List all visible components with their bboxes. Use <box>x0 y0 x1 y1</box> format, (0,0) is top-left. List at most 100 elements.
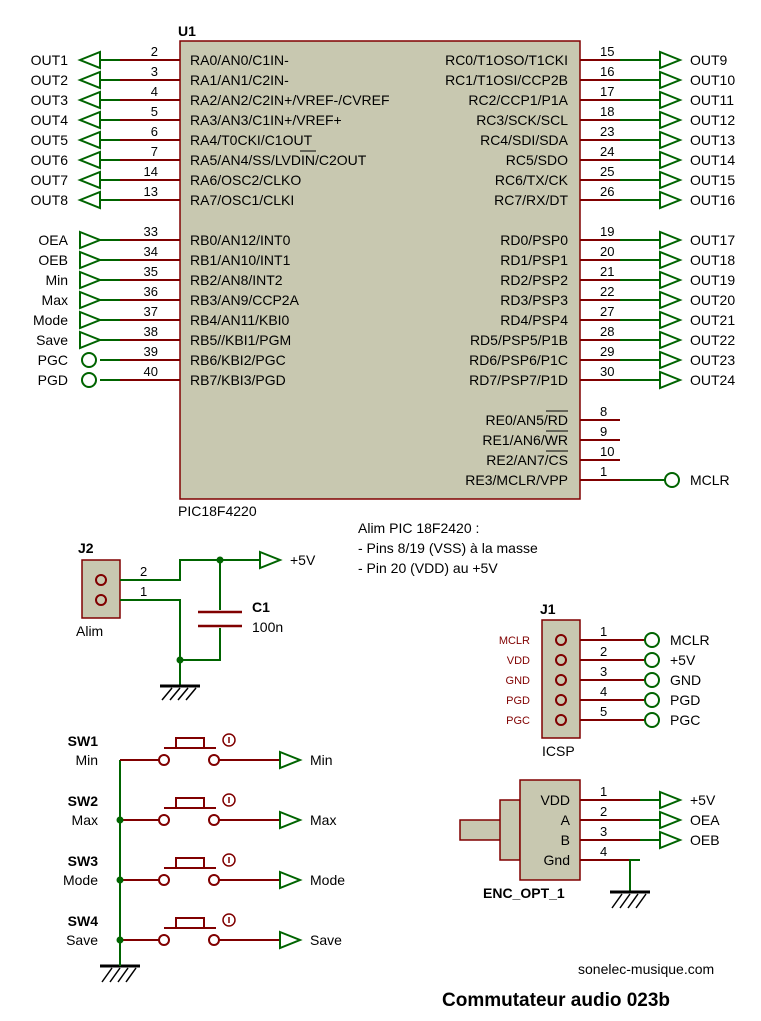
j1-connector: J1 ICSP MCLR1MCLRVDD2+5VGND3GNDPGD4PGDPG… <box>499 601 710 759</box>
net-label: OUT6 <box>31 152 69 168</box>
net-label: OUT18 <box>690 252 735 268</box>
u1-pin-number: 27 <box>600 304 614 319</box>
net-label: OUT4 <box>31 112 69 128</box>
switch-button <box>175 917 205 929</box>
encoder-pin-number: 1 <box>600 784 607 799</box>
arrow-icon <box>279 750 303 770</box>
u1-pin-name: RE0/AN5/RD <box>486 412 568 428</box>
u1-pin-number: 14 <box>144 164 158 179</box>
note-line3: - Pin 20 (VDD) au +5V <box>358 560 498 576</box>
u1-pin-name: RD4/PSP4 <box>500 312 568 328</box>
terminal-icon <box>644 632 660 648</box>
junction-dot <box>116 816 124 824</box>
u1-pin-name: RE1/AN6/WR <box>482 432 568 448</box>
junction-dot <box>116 936 124 944</box>
terminal-icon <box>644 712 660 728</box>
net-label: OUT19 <box>690 272 735 288</box>
j1-pin-number: 2 <box>600 644 607 659</box>
switch-name: Min <box>75 752 98 768</box>
j1-pin-terminal <box>555 674 567 686</box>
j1-pin-terminal <box>555 634 567 646</box>
net-label: OUT1 <box>31 52 69 68</box>
j1-net-label: PGC <box>670 712 700 728</box>
arrow-icon <box>279 930 303 950</box>
j1-pin-number: 3 <box>600 664 607 679</box>
arrow-icon <box>79 290 103 310</box>
encoder-pin-name: B <box>561 832 570 848</box>
u1-part: PIC18F4220 <box>178 503 257 519</box>
u1-pin-number: 2 <box>151 44 158 59</box>
switch-ref: SW3 <box>68 853 99 869</box>
terminal-icon <box>664 472 680 488</box>
arrow-icon <box>659 190 683 210</box>
u1-pin-name: RD7/PSP7/P1D <box>469 372 568 388</box>
switch-net-label: Mode <box>310 872 345 888</box>
u1-pin-name: RC1/T1OSI/CCP2B <box>445 72 568 88</box>
net-label: OUT21 <box>690 312 735 328</box>
encoder-net-label: OEA <box>690 812 720 828</box>
net-label: PGD <box>38 372 68 388</box>
switch-contact <box>158 814 170 826</box>
encoder-pin-number: 2 <box>600 804 607 819</box>
arrow-icon <box>79 310 103 330</box>
switch-name: Max <box>72 812 98 828</box>
j1-pin-terminal <box>555 714 567 726</box>
u1-pin-name: RB2/AN8/INT2 <box>190 272 283 288</box>
net-label: OUT5 <box>31 132 69 148</box>
u1-pins: 2RA0/AN0/C1IN-OUT13RA1/AN1/C2IN-OUT24RA2… <box>31 44 735 488</box>
u1-pin-name: RC4/SDI/SDA <box>480 132 569 148</box>
j1-net-label: PGD <box>670 692 700 708</box>
j2-body <box>81 559 121 619</box>
net-label: OUT20 <box>690 292 735 308</box>
j2-connector: J2 Alim 2 1 C1 100n +5V <box>76 540 316 701</box>
arrow-icon <box>659 810 683 830</box>
u1-pin-number: 18 <box>600 104 614 119</box>
u1-pin-name: RD3/PSP3 <box>500 292 568 308</box>
u1-pin-name: RD5/PSP5/P1B <box>470 332 568 348</box>
arrow-icon <box>77 110 101 130</box>
arrow-icon <box>659 90 683 110</box>
u1-pin-number: 20 <box>600 244 614 259</box>
u1-pin-number: 15 <box>600 44 614 59</box>
switch-latch-icon <box>222 913 236 927</box>
u1-pin-number: 5 <box>151 104 158 119</box>
net-label: OUT12 <box>690 112 735 128</box>
u1-pin-number: 16 <box>600 64 614 79</box>
j1-net-label: MCLR <box>670 632 710 648</box>
junction-dot <box>176 656 184 664</box>
j1-pin-terminal <box>555 654 567 666</box>
u1-pin-name: RD0/PSP0 <box>500 232 568 248</box>
arrow-icon <box>79 230 103 250</box>
ground-icon <box>610 890 650 909</box>
u1-pin-number: 13 <box>144 184 158 199</box>
switch-button <box>175 737 205 749</box>
arrow-icon <box>659 350 683 370</box>
arrow-icon <box>77 90 101 110</box>
u1-pin-number: 29 <box>600 344 614 359</box>
note-line2: - Pins 8/19 (VSS) à la masse <box>358 540 538 556</box>
u1-pin-number: 33 <box>144 224 158 239</box>
junction-dot <box>116 876 124 884</box>
u1-pin-name: RA5/AN4/SS/LVDIN/C2OUT <box>190 152 367 168</box>
encoder-pin-name: A <box>561 812 571 828</box>
net-label: OUT14 <box>690 152 735 168</box>
j2-vcc-label: +5V <box>290 552 316 568</box>
encoder-body <box>519 779 581 881</box>
switch-contact <box>208 874 220 886</box>
u1-pin-number: 37 <box>144 304 158 319</box>
j1-net-label: GND <box>670 672 701 688</box>
arrow-icon <box>77 130 101 150</box>
switch-contact <box>208 754 220 766</box>
encoder-net-label: +5V <box>690 792 716 808</box>
u1-pin-number: 8 <box>600 404 607 419</box>
u1-pin-number: 35 <box>144 264 158 279</box>
encoder-collar <box>499 799 521 861</box>
u1-pin-name: RB3/AN9/CCP2A <box>190 292 300 308</box>
u1-pin-name: RC5/SDO <box>506 152 568 168</box>
net-label: Mode <box>33 312 68 328</box>
u1-pin-number: 9 <box>600 424 607 439</box>
switch-contact <box>158 934 170 946</box>
u1-pin-name: RB5//KBI1/PGM <box>190 332 291 348</box>
